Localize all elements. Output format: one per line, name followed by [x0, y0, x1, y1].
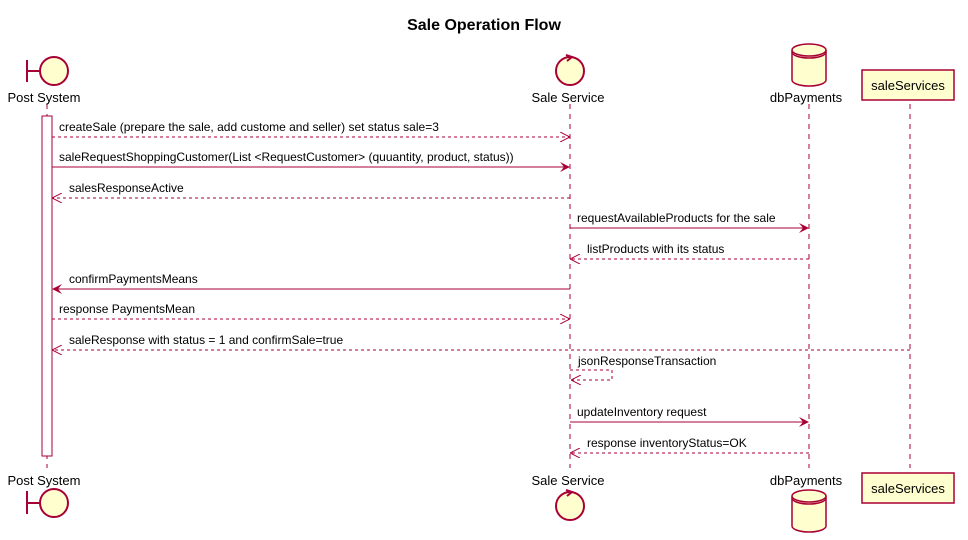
participant-label: Sale Service — [532, 473, 605, 488]
self-message-arrow — [570, 369, 613, 380]
diagram-title: Sale Operation Flow — [407, 17, 561, 34]
participant-label: saleServices — [871, 481, 945, 496]
message: createSale (prepare the sale, add custom… — [52, 120, 569, 137]
boundary-icon — [26, 56, 69, 86]
control-icon — [555, 489, 585, 521]
participant-sale-services-bottom: saleServices — [861, 472, 955, 504]
participant-label: Sale Service — [532, 90, 605, 105]
message-label: listProducts with its status — [587, 242, 724, 256]
message: jsonResponseTransaction — [570, 354, 716, 380]
message-label: updateInventory request — [577, 405, 707, 419]
participant-label: Post System — [8, 473, 81, 488]
messages: createSale (prepare the sale, add custom… — [52, 120, 910, 453]
participant-sale-services-top: saleServices — [861, 69, 955, 101]
control-icon — [555, 54, 585, 86]
participant-label: dbPayments — [770, 90, 843, 105]
participant-db-payments-bottom: dbPayments — [770, 473, 843, 533]
participant-label: Post System — [8, 90, 81, 105]
participant-box — [861, 69, 955, 101]
participant-post-system-bottom: Post System — [8, 473, 81, 518]
boundary-icon — [26, 488, 69, 518]
message: saleResponse with status = 1 and confirm… — [53, 333, 910, 350]
message: confirmPaymentsMeans — [52, 272, 570, 294]
activation-bar-post-system — [41, 115, 53, 457]
participant-box — [861, 472, 955, 504]
message-label: response PaymentsMean — [59, 302, 195, 316]
participant-post-system-top: Post System — [8, 56, 81, 105]
message: response PaymentsMean — [52, 302, 569, 319]
message: saleRequestShoppingCustomer(List <Reques… — [52, 150, 570, 172]
participant-label: saleServices — [871, 78, 945, 93]
message: response inventoryStatus=OK — [571, 436, 809, 453]
message-label: response inventoryStatus=OK — [587, 436, 747, 450]
participant-sale-service-bottom: Sale Service — [532, 473, 605, 521]
message-label: salesResponseActive — [69, 181, 184, 195]
message-label: saleRequestShoppingCustomer(List <Reques… — [59, 150, 514, 164]
message-label: requestAvailableProducts for the sale — [577, 211, 776, 225]
participant-sale-service-top: Sale Service — [532, 54, 605, 105]
message-label: createSale (prepare the sale, add custom… — [59, 120, 439, 134]
database-icon — [791, 489, 827, 533]
message: listProducts with its status — [571, 242, 809, 259]
participant-label: dbPayments — [770, 473, 843, 488]
message: requestAvailableProducts for the sale — [570, 211, 809, 233]
database-icon — [791, 43, 827, 87]
message: updateInventory request — [570, 405, 809, 427]
message: salesResponseActive — [53, 181, 570, 198]
message-label: jsonResponseTransaction — [577, 354, 716, 368]
message-label: saleResponse with status = 1 and confirm… — [69, 333, 343, 347]
participant-db-payments-top: dbPayments — [770, 43, 843, 105]
message-label: confirmPaymentsMeans — [69, 272, 198, 286]
